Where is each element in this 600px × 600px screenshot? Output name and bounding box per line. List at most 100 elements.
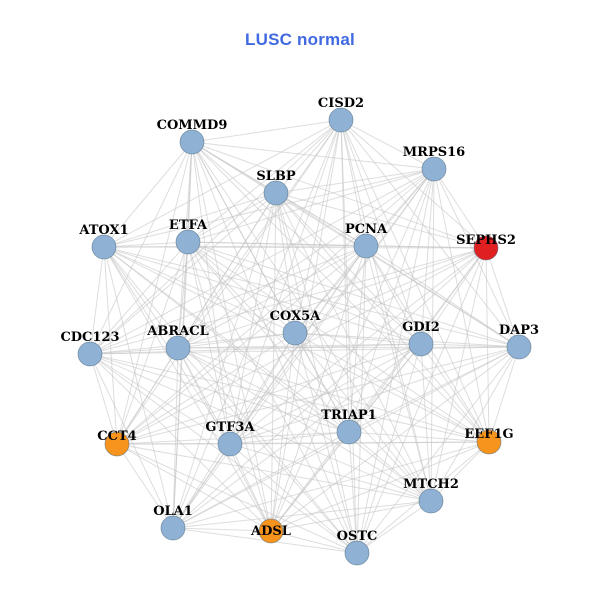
network-edge	[356, 500, 432, 554]
network-edge	[116, 141, 193, 445]
network-edge	[89, 241, 189, 355]
node-label: ADSL	[250, 524, 291, 539]
network-edge	[103, 246, 272, 532]
network-edge	[177, 119, 342, 349]
network-edge	[116, 245, 367, 445]
network-edge	[270, 332, 296, 532]
network-edge	[103, 246, 296, 334]
network-edge	[420, 343, 520, 348]
network-edge	[356, 343, 422, 554]
nodes-layer	[77, 107, 532, 566]
node-abracl	[165, 335, 191, 361]
node-mtch2	[418, 488, 444, 514]
node-adsl	[258, 518, 284, 544]
network-edge	[103, 141, 193, 248]
network-edge	[89, 247, 487, 355]
network-edge	[187, 241, 490, 443]
network-edge	[89, 168, 435, 355]
network-edge	[172, 443, 231, 529]
node-etfa	[175, 229, 201, 255]
network-edge	[229, 431, 350, 445]
network-edge	[103, 119, 342, 248]
network-edge	[103, 246, 520, 348]
network-edge	[430, 346, 520, 502]
network-edge	[116, 443, 272, 532]
network-edge	[348, 431, 358, 554]
network-edge	[485, 247, 520, 348]
network-edge	[275, 192, 490, 443]
network-edge	[89, 353, 231, 445]
node-cct4	[104, 431, 130, 457]
network-edge	[191, 141, 435, 170]
network-edge	[275, 192, 367, 247]
network-edge	[89, 246, 105, 355]
network-edge	[365, 245, 422, 345]
network-edge	[103, 246, 487, 249]
network-edge	[89, 353, 490, 443]
network-edge	[89, 353, 272, 532]
network-edge	[294, 247, 487, 334]
node-label: OLA1	[153, 504, 193, 519]
node-label: COMMD9	[157, 118, 228, 133]
node-eef1g	[476, 429, 502, 455]
node-label: GTF3A	[205, 420, 255, 435]
network-edge	[116, 443, 174, 529]
network-edge	[270, 346, 520, 532]
network-edge	[103, 246, 350, 433]
node-label: DAP3	[499, 323, 539, 338]
network-edge	[275, 168, 435, 194]
network-edge	[89, 332, 296, 355]
network-edge	[294, 332, 350, 433]
network-edge	[177, 247, 487, 349]
network-edge	[340, 119, 435, 170]
network-edge	[191, 119, 342, 143]
network-edge	[270, 500, 432, 532]
network-edge	[229, 346, 520, 445]
network-edge	[420, 247, 487, 345]
network-edge	[187, 192, 277, 243]
network-edge	[177, 245, 367, 349]
network-edge	[177, 347, 490, 443]
network-edge	[187, 241, 296, 334]
node-cox5a	[282, 320, 308, 346]
node-label: TRIAP1	[321, 408, 376, 423]
node-pcna	[353, 233, 379, 259]
node-label: EEF1G	[464, 427, 513, 442]
node-dap3	[506, 334, 532, 360]
network-edge	[430, 247, 487, 502]
network-edge	[116, 119, 342, 445]
node-label: SEPHS2	[456, 233, 516, 248]
network-edge	[89, 346, 520, 355]
node-label: GDI2	[402, 320, 440, 335]
network-edge	[433, 168, 487, 249]
network-edge	[89, 343, 422, 355]
node-label: ATOX1	[78, 223, 128, 238]
node-triap1	[336, 419, 362, 445]
network-edge	[187, 168, 435, 243]
network-edge	[294, 332, 422, 345]
network-edge	[103, 241, 189, 248]
node-label: COX5A	[270, 309, 322, 324]
network-edge	[103, 246, 432, 502]
network-edge	[103, 168, 435, 248]
network-edge	[172, 241, 189, 529]
network-edge	[348, 168, 435, 433]
node-label: SLBP	[256, 169, 296, 184]
network-edge	[103, 246, 422, 345]
network-edge	[294, 332, 520, 348]
network-edge	[177, 346, 520, 349]
node-label: CISD2	[318, 96, 364, 111]
chart-title: LUSC normal	[245, 30, 355, 49]
network-edge	[270, 192, 277, 532]
network-edge	[229, 168, 435, 445]
network-edge	[365, 245, 432, 502]
network-edge	[116, 241, 189, 445]
network-edge	[172, 192, 277, 529]
node-label: CDC123	[60, 330, 119, 345]
network-edge	[270, 247, 487, 532]
node-mrps16	[421, 156, 447, 182]
network-edge	[177, 347, 358, 554]
network-edge	[103, 246, 174, 529]
